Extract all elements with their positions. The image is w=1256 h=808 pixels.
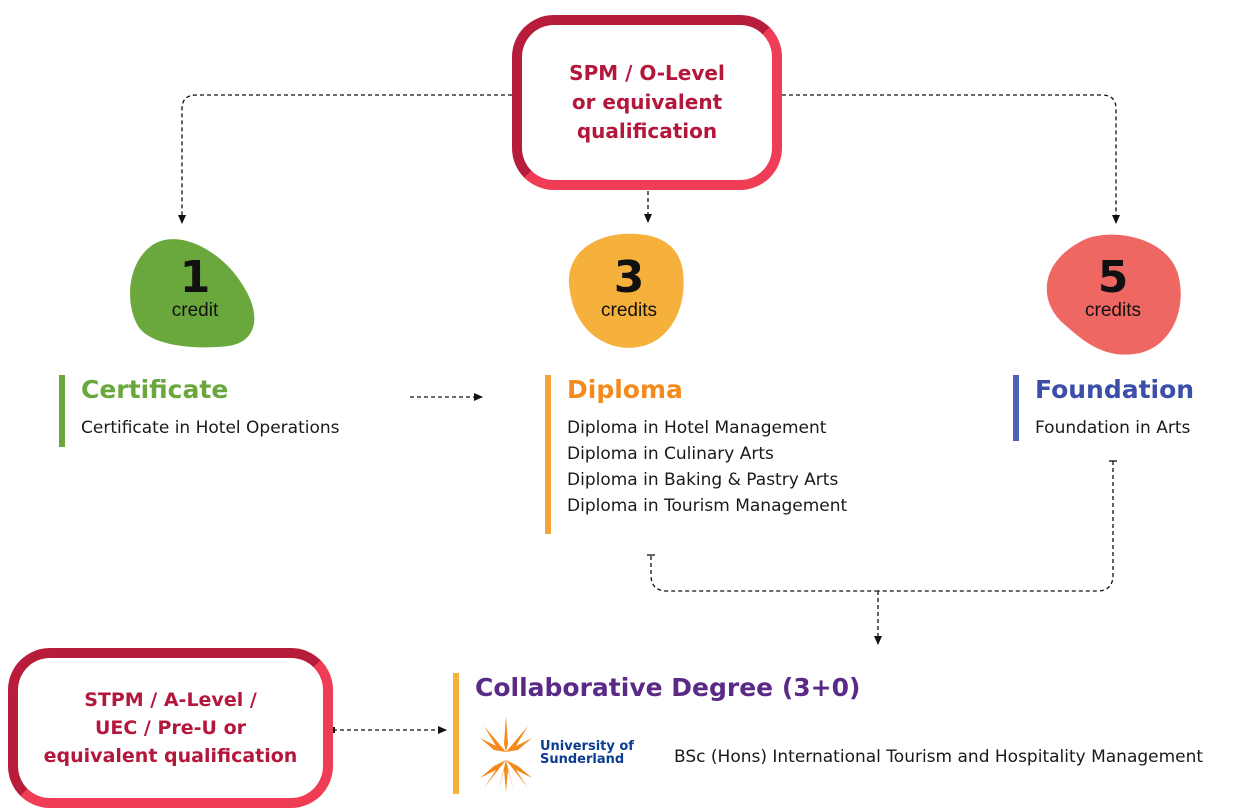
certificate-title: Certificate [81,375,229,404]
credit-blob-3 [568,233,684,348]
diploma-item: Diploma in Baking & Pastry Arts [567,470,839,490]
connector-foundation-to-degree [878,461,1114,592]
credit-number-1: 1 [179,252,211,303]
foundation-section: Foundation Foundation in Arts [1013,375,1194,441]
foundation-title: Foundation [1035,375,1195,404]
foundation-item: Foundation in Arts [1035,418,1191,438]
connector-diploma-to-degree [650,556,878,592]
university-name-line-2: Sunderland [540,752,625,767]
credit-unit-3: credits [601,300,657,321]
stpm-line-2: UEC / Pre-U or [94,717,247,739]
credit-unit-5: credits [1085,300,1141,321]
diploma-item: Diploma in Tourism Management [567,496,848,516]
degree-bar [453,673,459,794]
certificate-item: Certificate in Hotel Operations [81,418,340,438]
connector-spm-to-certificate [178,94,512,224]
credit-number-3: 3 [613,252,645,303]
diploma-title: Diploma [567,375,683,404]
university-name: University of Sunderland [540,740,650,766]
spm-line-1: SPM / O-Level [569,61,725,85]
degree-section: Collaborative Degree (3+0) [453,673,860,794]
credit-blob-5 [1046,234,1181,355]
credit-unit-1: credit [171,300,219,321]
degree-title: Collaborative Degree (3+0) [475,673,861,702]
diploma-section: Diploma Diploma in Hotel Management Dipl… [545,375,847,534]
connector-spm-to-foundation [782,94,1120,224]
diploma-item: Diploma in Culinary Arts [567,444,774,464]
university-name-line-1: University of [540,739,634,754]
credit-number-5: 5 [1097,252,1129,303]
university-logo-icon [480,716,532,792]
stpm-qualification-box: STPM / A-Level / UEC / Pre-U or equivale… [8,648,333,808]
diploma-bar [545,375,551,534]
credit-label-3: 3 credits [569,256,689,322]
foundation-bar [1013,375,1019,441]
spm-line-3: qualification [576,119,718,143]
certificate-section: Certificate Certificate in Hotel Operati… [59,375,340,447]
diploma-item: Diploma in Hotel Management [567,418,827,438]
stpm-line-1: STPM / A-Level / [84,689,257,711]
credit-label-1: 1 credit [135,256,255,322]
spm-qualification-box: SPM / O-Level or equivalent qualificatio… [512,15,782,190]
stpm-line-3: equivalent qualification [43,745,298,767]
degree-item: BSc (Hons) International Tourism and Hos… [674,747,1204,767]
spm-line-2: or equivalent [571,90,723,114]
credit-label-5: 5 credits [1053,256,1173,322]
certificate-bar [59,375,65,447]
credit-blob-1 [130,239,255,348]
